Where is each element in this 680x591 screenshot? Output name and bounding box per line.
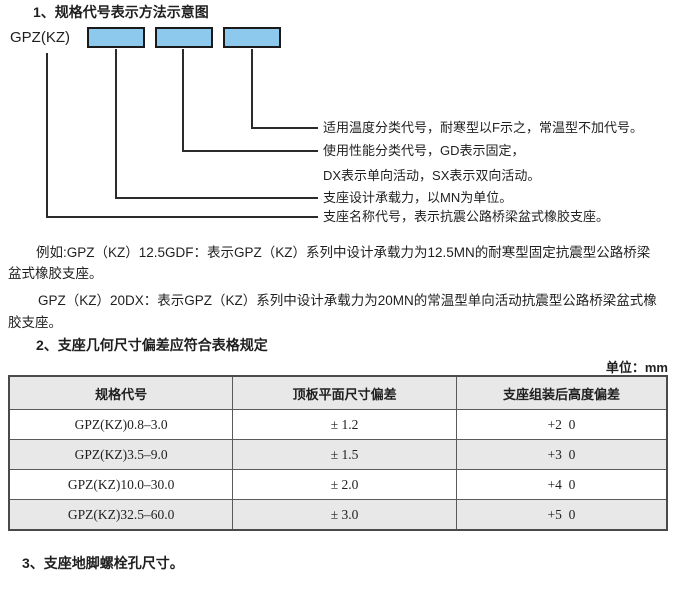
label-design-capacity: 支座设计承载力，以MN为单位。 [323,190,513,205]
leader-line-performance [182,49,318,152]
header-plan-deviation: 顶板平面尺寸偏差 [232,375,457,410]
cell-spec-code: GPZ(KZ)32.5–60.0 [8,499,234,531]
table-row: GPZ(KZ)3.5–9.0 ± 1.5 +3 0 [8,439,668,470]
table-row: GPZ(KZ)10.0–30.0 ± 2.0 +4 0 [8,469,668,500]
section-3-heading: 3、支座地脚螺栓孔尺寸。 [22,555,184,571]
leader-line-capacity [115,49,318,199]
tolerance-table: 规格代号 顶板平面尺寸偏差 支座组装后高度偏差 GPZ(KZ)0.8–3.0 ±… [8,375,668,531]
leader-line-temperature [251,49,318,129]
example-2-line-1: GPZ（KZ）20DX：表示GPZ（KZ）系列中设计承载力为20MN的常温型单向… [38,293,657,308]
section-2-heading: 2、支座几何尺寸偏差应符合表格规定 [36,337,268,353]
spec-code-box-1 [87,27,145,48]
spec-code-box-2 [155,27,213,48]
label-performance-code-line2: DX表示单向活动，SX表示双向活动。 [323,168,541,183]
spec-code-prefix: GPZ(KZ) [10,29,70,46]
table-header-row: 规格代号 顶板平面尺寸偏差 支座组装后高度偏差 [8,375,668,410]
cell-spec-code: GPZ(KZ)0.8–3.0 [8,409,234,440]
example-2-line-2: 胶支座。 [8,315,62,330]
label-bearing-name-code: 支座名称代号，表示抗震公路桥梁盆式橡胶支座。 [323,209,610,224]
section-1-heading: 1、规格代号表示方法示意图 [33,4,209,20]
cell-height-deviation: +4 0 [455,469,668,500]
cell-plan-deviation: ± 1.2 [232,409,457,440]
cell-plan-deviation: ± 3.0 [232,499,457,531]
cell-height-deviation: +5 0 [455,499,668,531]
leader-lines-svg [46,49,318,218]
cell-plan-deviation: ± 2.0 [232,469,457,500]
header-spec-code: 规格代号 [8,375,234,410]
table-row: GPZ(KZ)32.5–60.0 ± 3.0 +5 0 [8,499,668,531]
label-performance-code-line1: 使用性能分类代号，GD表示固定， [323,143,525,158]
example-1-line-2: 盆式橡胶支座。 [8,266,103,281]
label-temperature-code: 适用温度分类代号，耐寒型以F示之，常温型不加代号。 [323,120,643,135]
leader-line-name [46,53,318,218]
cell-spec-code: GPZ(KZ)10.0–30.0 [8,469,234,500]
cell-height-deviation: +2 0 [455,409,668,440]
cell-plan-deviation: ± 1.5 [232,439,457,470]
header-height-deviation: 支座组装后高度偏差 [455,375,668,410]
example-1-line-1: 例如:GPZ（KZ）12.5GDF：表示GPZ（KZ）系列中设计承载力为12.5… [36,245,651,260]
cell-height-deviation: +3 0 [455,439,668,470]
cell-spec-code: GPZ(KZ)3.5–9.0 [8,439,234,470]
table-row: GPZ(KZ)0.8–3.0 ± 1.2 +2 0 [8,409,668,440]
unit-label: 单位：mm [605,360,668,375]
spec-code-box-3 [223,27,281,48]
